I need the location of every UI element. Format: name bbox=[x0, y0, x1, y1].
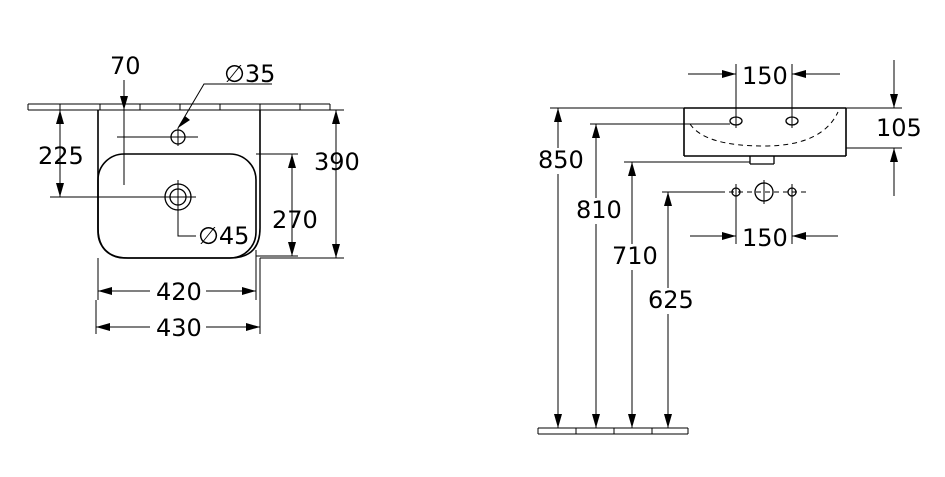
tap-hole bbox=[117, 128, 198, 146]
plan-wall-line bbox=[27, 103, 331, 111]
dim-basin-height-label: 105 bbox=[876, 114, 922, 142]
dim-height-710-label: 710 bbox=[612, 242, 658, 270]
dim-outer-width-label: 430 bbox=[156, 314, 202, 342]
dim-height-625-label: 625 bbox=[648, 286, 694, 314]
dim-drain-diameter-label: ∅45 bbox=[198, 222, 249, 250]
bowl-outline bbox=[97, 153, 257, 259]
basin-side-outline bbox=[683, 107, 847, 165]
dim-bowl-depth-label: 270 bbox=[272, 206, 318, 234]
dim-inner-width-label: 420 bbox=[156, 278, 202, 306]
floor-line bbox=[537, 427, 689, 435]
dim-tap-to-drain-label: 225 bbox=[38, 142, 84, 170]
dim-hole-offset-label: 70 bbox=[110, 52, 141, 80]
dim-height-810-label: 810 bbox=[576, 196, 622, 224]
dim-tap-hole-diameter-label: ∅35 bbox=[224, 60, 275, 88]
plan-view: 70 ∅35 ∅45 225 270 390 bbox=[27, 52, 360, 342]
dim-hole-spacing-bottom-label: 150 bbox=[742, 224, 788, 252]
dim-height-850-label: 850 bbox=[538, 146, 584, 174]
dim-hole-spacing-top-label: 150 bbox=[742, 62, 788, 90]
hole-pattern bbox=[720, 180, 806, 244]
side-view: 150 105 150 bbox=[536, 60, 922, 435]
dim-total-depth-label: 390 bbox=[314, 148, 360, 176]
